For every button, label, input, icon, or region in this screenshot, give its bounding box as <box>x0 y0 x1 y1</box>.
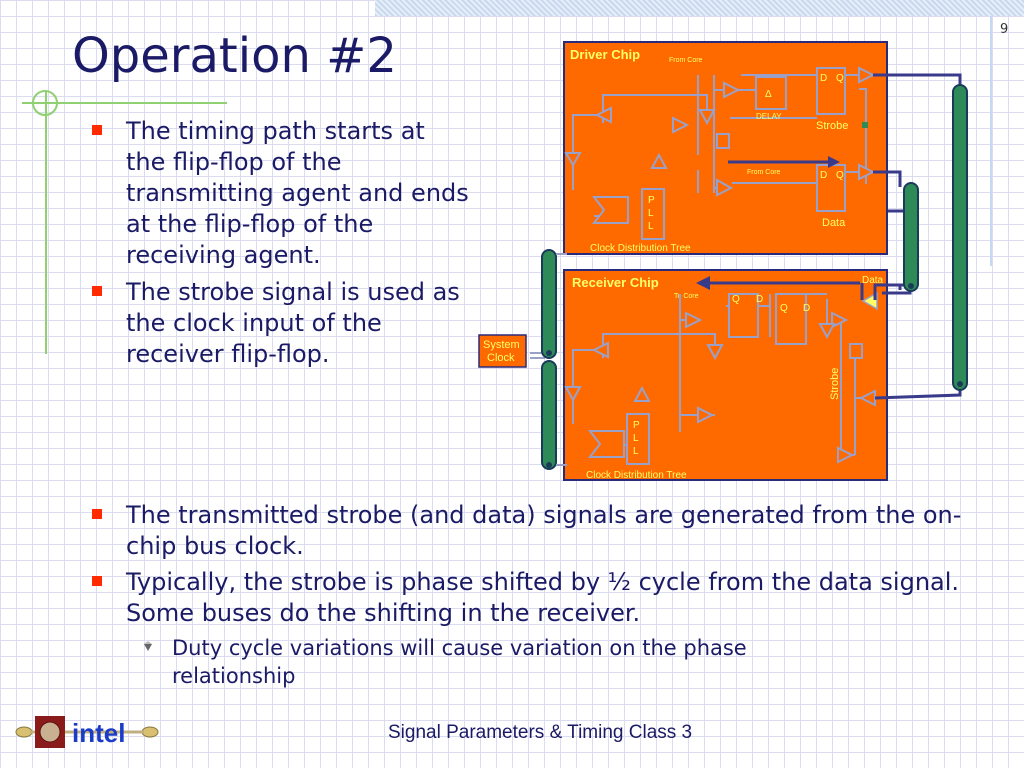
strobe-label-driver: Strobe <box>816 120 848 132</box>
bullet-item: Typically, the strobe is phase shifted b… <box>90 567 990 629</box>
pll-letter: L <box>633 446 639 457</box>
page-number: 9 <box>1000 22 1009 37</box>
ff-label-q: Q <box>732 294 740 305</box>
phase-detector <box>587 430 625 458</box>
arrow-head <box>828 156 840 168</box>
system-clock-label: System <box>483 339 520 351</box>
strobe-label-receiver: Strobe <box>829 368 841 400</box>
data-label-receiver: Data <box>862 275 884 286</box>
buffer-triangle <box>716 178 734 197</box>
bullet-item: The timing path starts at the flip-flop … <box>90 116 470 271</box>
intel-logo-icon: intel <box>15 716 159 748</box>
pll-driver <box>641 188 665 240</box>
pll-letter: L <box>648 221 654 232</box>
crosshair-circle <box>32 90 58 116</box>
from-core-label: From Core <box>669 57 703 64</box>
sub-bullet-item: Duty cycle variations will cause variati… <box>172 636 747 688</box>
buffer-triangle <box>594 106 612 124</box>
buffer-triangle <box>858 163 876 181</box>
arrow-head <box>696 276 710 290</box>
flipflop-receiver-1 <box>728 293 759 338</box>
line-end-node <box>546 350 552 356</box>
line-end-node <box>546 462 552 468</box>
margin-rule <box>45 92 47 354</box>
sub-bullet-arrow-icon <box>144 641 152 651</box>
top-bullet-list: The timing path starts at the flip-flop … <box>90 116 470 376</box>
buffer-triangle <box>723 81 741 99</box>
buffer-triangle <box>685 311 703 329</box>
ff-label-d: D <box>820 170 827 181</box>
pll-letter: L <box>633 433 639 444</box>
pll-letter: P <box>633 420 640 431</box>
strobe-node <box>862 122 868 128</box>
flipflop-receiver-2 <box>775 293 807 345</box>
pll-letter: L <box>648 208 654 219</box>
transmission-line <box>541 84 968 470</box>
receiver-chip-label: Receiver Chip <box>572 275 659 290</box>
bottom-bullet-list: The transmitted strobe (and data) signal… <box>90 500 990 634</box>
buffer-triangle <box>831 311 849 329</box>
bullet-item: The transmitted strobe (and data) signal… <box>90 500 990 562</box>
delay-block <box>755 76 787 110</box>
bullet-item: The strobe signal is used as the clock i… <box>90 277 470 370</box>
buffer-triangle <box>698 109 716 126</box>
buffer-triangle <box>858 66 876 84</box>
ff-label-q: Q <box>836 73 844 84</box>
ff-label-d: D <box>803 303 810 314</box>
slide-title: Operation #2 <box>72 28 397 84</box>
buffer-triangle <box>697 406 715 424</box>
to-core-label: To Core <box>674 293 699 300</box>
data-label-driver: Data <box>822 217 846 229</box>
ff-label-d: D <box>756 294 763 305</box>
buffer-triangle <box>564 386 582 403</box>
buffer-triangle <box>633 385 651 402</box>
ff-label-q: Q <box>780 303 788 314</box>
line-end-node <box>908 283 914 289</box>
delay-label: DELAY <box>756 112 782 121</box>
buffer-triangle <box>672 116 690 134</box>
ff-label-d: D <box>820 73 827 84</box>
logo-text: intel <box>72 718 125 748</box>
flipflop-strobe-driver <box>816 67 846 115</box>
top-band <box>375 0 1024 16</box>
line-end-node <box>957 381 963 387</box>
phase-detector <box>591 196 629 224</box>
footer-text: Signal Parameters & Timing Class 3 <box>388 722 693 743</box>
ff-label-q: Q <box>836 170 844 181</box>
intel-logo: intel <box>10 712 160 752</box>
clock-tree-label-receiver: Clock Distribution Tree <box>586 470 687 481</box>
pll-letter: P <box>648 195 655 206</box>
buffer-triangle <box>650 152 668 169</box>
system-clock-label: Clock <box>487 352 515 364</box>
buffer-triangle <box>564 152 582 167</box>
termination-box <box>849 343 863 359</box>
delay-delta: Δ <box>765 89 772 100</box>
buffer-triangle <box>818 323 836 340</box>
right-rule <box>990 16 992 266</box>
driver-chip-label: Driver Chip <box>570 47 640 62</box>
termination-box <box>716 133 730 149</box>
buffer-triangle <box>591 341 609 359</box>
buffer-triangle <box>706 344 724 361</box>
buffer-triangle <box>837 446 855 464</box>
clock-tree-label-driver: Clock Distribution Tree <box>590 243 691 254</box>
pll-receiver <box>626 413 650 465</box>
timing-diagram: Driver Chip From Core Receiver Chip To C… <box>478 41 968 481</box>
from-core-label: From Core <box>747 169 781 176</box>
system-clock-box <box>478 334 527 368</box>
title-underline <box>22 102 227 104</box>
